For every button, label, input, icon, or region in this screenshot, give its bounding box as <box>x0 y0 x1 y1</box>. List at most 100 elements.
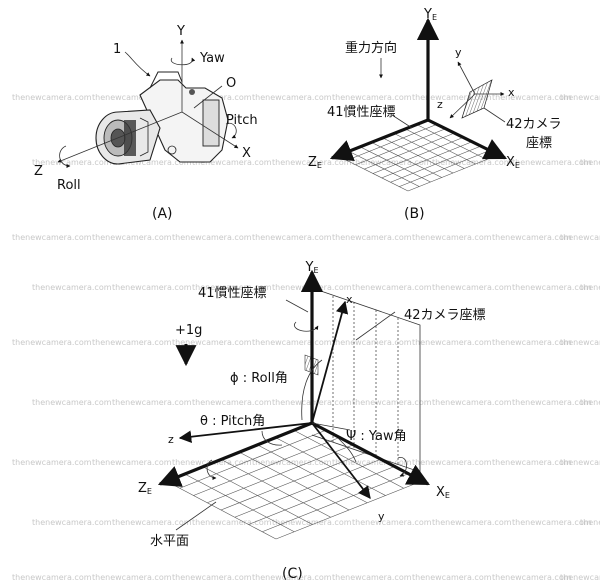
watermark-text: thenewcamera.com <box>512 158 592 167</box>
roll-angle-label: ϕ : Roll角 <box>230 371 288 386</box>
watermark-text: thenewcamera.com <box>560 233 600 242</box>
watermark-text: thenewcamera.com <box>12 93 92 102</box>
gravity-direction-label: 重力方向 <box>345 40 397 56</box>
watermark-text: thenewcamera.com <box>512 283 592 292</box>
plane-leader <box>175 501 217 531</box>
watermark-text: thenewcamera.com <box>492 233 572 242</box>
ye-label: YE <box>423 7 437 22</box>
camera-y-vector <box>311 422 371 499</box>
cam-y-label: y <box>455 46 462 59</box>
camera-leader <box>483 107 506 123</box>
watermark-text: thenewcamera.com <box>580 158 600 167</box>
inertial-grid-plane <box>337 119 499 192</box>
watermark-text: thenewcamera.com <box>352 398 432 407</box>
yaw-rotation-icon-c <box>206 459 217 480</box>
yaw-angle-label: Ψ : Yaw角 <box>346 429 407 444</box>
inertial-frame-label: 41慣性座標 <box>327 104 396 120</box>
panel-a: 1 Y Yaw O Pitch X Z Roll (A) <box>34 24 258 222</box>
caption-b: (B) <box>404 206 425 222</box>
inertial-xe-axis-c <box>311 421 430 486</box>
watermark-text: thenewcamera.com <box>560 93 600 102</box>
caption-a: (A) <box>152 206 173 222</box>
panel-c: YE XE ZE 41慣性座標 42カメラ座標 x z y +1g ϕ : Ro… <box>138 260 486 582</box>
watermark-text: thenewcamera.com <box>412 233 492 242</box>
camera-frame-label-c: 42カメラ座標 <box>404 308 486 323</box>
xe-label: XE <box>506 155 520 170</box>
cam-z-label: z <box>437 98 443 111</box>
watermark-text: thenewcamera.com <box>332 338 412 347</box>
watermark-text: thenewcamera.com <box>492 338 572 347</box>
watermark-text: thenewcamera.com <box>192 518 272 527</box>
inertial-ze-axis <box>329 118 429 161</box>
watermark-text: thenewcamera.com <box>192 158 272 167</box>
cam-z-label-c: z <box>168 433 174 446</box>
camera-frame-small <box>449 61 505 119</box>
watermark-text: thenewcamera.com <box>12 338 92 347</box>
watermark-text: thenewcamera.com <box>412 93 492 102</box>
watermark-text: thenewcamera.com <box>272 518 352 527</box>
watermark-text: thenewcamera.com <box>32 158 112 167</box>
pitch-rotation-icon-c <box>397 457 407 477</box>
watermark-text: thenewcamera.com <box>332 93 412 102</box>
watermark-text: thenewcamera.com <box>92 458 172 467</box>
inertial-leader <box>391 114 413 129</box>
ze-label-c: ZE <box>138 481 152 496</box>
watermark-text: thenewcamera.com <box>432 398 512 407</box>
yaw-rotation-icon <box>170 57 196 66</box>
watermark-text: thenewcamera.com <box>352 283 432 292</box>
watermark-text: thenewcamera.com <box>492 458 572 467</box>
inertial-xe-axis <box>427 118 508 160</box>
camera-x-vector <box>311 300 349 424</box>
watermark-text: thenewcamera.com <box>352 518 432 527</box>
watermark-text: thenewcamera.com <box>492 93 572 102</box>
roll-rotation-icon-c <box>294 321 319 332</box>
xe-label-c: XE <box>436 485 450 500</box>
watermark-text: thenewcamera.com <box>172 338 252 347</box>
watermark-text: thenewcamera.com <box>92 338 172 347</box>
camera-frame-label-1: 42カメラ <box>506 117 562 132</box>
watermark-text: thenewcamera.com <box>92 93 172 102</box>
watermark-text: thenewcamera.com <box>492 573 572 582</box>
watermark-text: thenewcamera.com <box>32 518 112 527</box>
camera-illustration <box>95 71 229 165</box>
watermark-text: thenewcamera.com <box>192 398 272 407</box>
watermark-text: thenewcamera.com <box>332 233 412 242</box>
watermark-text: thenewcamera.com <box>560 458 600 467</box>
cam-x-label-c: x <box>346 293 353 306</box>
inertial-ze-axis-c <box>157 421 313 487</box>
watermark-text: thenewcamera.com <box>252 93 332 102</box>
camera-frame-label-2: 座標 <box>526 136 552 151</box>
watermark-text: thenewcamera.com <box>412 573 492 582</box>
panel-b: 重力方向 41慣性座標 42カメラ 座標 YE XE ZE x y z (B) <box>308 7 562 222</box>
watermark-text: thenewcamera.com <box>112 283 192 292</box>
camera-leader-c <box>355 311 396 341</box>
watermark-text: thenewcamera.com <box>512 398 592 407</box>
watermark-text: thenewcamera.com <box>252 233 332 242</box>
watermark-text: thenewcamera.com <box>580 398 600 407</box>
origin-label: O <box>226 76 236 91</box>
x-axis-label: X <box>242 146 251 161</box>
y-axis-label: Y <box>176 24 185 39</box>
camera-vertical-plane <box>304 287 421 473</box>
watermark-text: thenewcamera.com <box>172 573 252 582</box>
watermark-text: thenewcamera.com <box>12 458 92 467</box>
watermark-text: thenewcamera.com <box>560 338 600 347</box>
ye-label-c: YE <box>304 260 318 275</box>
roll-label: Roll <box>57 178 81 193</box>
yaw-angle-arc <box>337 437 357 463</box>
watermark-text: thenewcamera.com <box>332 573 412 582</box>
watermark-text: thenewcamera.com <box>112 398 192 407</box>
roll-angle-arc <box>301 359 323 421</box>
watermark-text: thenewcamera.com <box>412 458 492 467</box>
roll-rotation-icon <box>59 145 71 168</box>
ref-number-1: 1 <box>113 42 121 57</box>
ref-1-leader <box>124 51 151 77</box>
watermark-text: thenewcamera.com <box>432 283 512 292</box>
watermark-text: thenewcamera.com <box>412 338 492 347</box>
watermark-text: thenewcamera.com <box>12 573 92 582</box>
watermark-text: thenewcamera.com <box>92 233 172 242</box>
watermark-text: thenewcamera.com <box>12 233 92 242</box>
yaw-label: Yaw <box>199 51 225 66</box>
camera-z-axis <box>57 111 183 163</box>
